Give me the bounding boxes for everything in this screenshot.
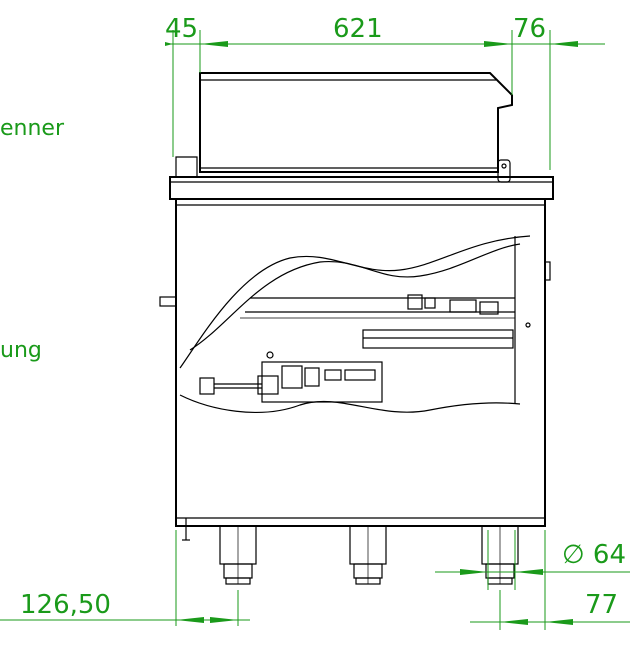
dimension-77: 77	[585, 590, 618, 620]
label-lower: ung	[0, 338, 42, 363]
legs	[219, 525, 519, 585]
label-burner: enner	[0, 116, 65, 141]
dimension-621: 621	[333, 14, 383, 44]
dimension-45: 45	[165, 14, 198, 44]
dimension-76: 76	[513, 14, 546, 44]
machine-outline	[159, 72, 554, 541]
dimension-lines	[0, 30, 630, 630]
dimension-diameter-64: ∅ 64	[562, 540, 626, 570]
cutaway-section	[179, 235, 531, 414]
dimension-126-50: 126,50	[20, 590, 111, 620]
